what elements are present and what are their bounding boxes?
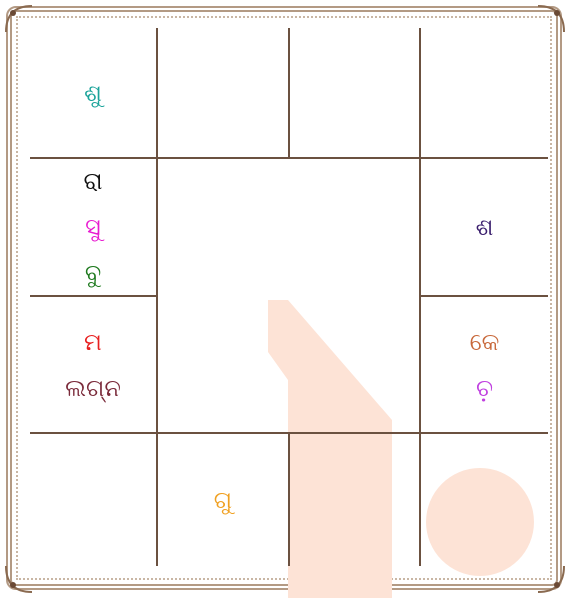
planet-label: ଶ bbox=[476, 204, 494, 250]
planet-label: ଗୁ bbox=[214, 477, 232, 523]
planet-label: କେ bbox=[470, 319, 500, 365]
planet-label: ଲଗ୍ନ bbox=[65, 365, 121, 411]
planet-label: ମ bbox=[84, 319, 102, 365]
planet-label: ସୁ bbox=[85, 204, 101, 250]
house-bottom-mid-left: ଗୁ bbox=[158, 434, 288, 566]
planet-label: ବୁ bbox=[85, 250, 101, 296]
house-top-left: ଶୁ bbox=[30, 28, 156, 157]
planet-label: ଶୁ bbox=[84, 70, 102, 116]
house-right-upper: ଶ bbox=[421, 159, 548, 295]
house-left-lower: ମ ଲଗ୍ନ bbox=[30, 297, 156, 432]
grid-line bbox=[288, 28, 290, 158]
house-left-upper: ରା ସୁ ବୁ bbox=[30, 159, 156, 295]
house-right-lower: କେ ଚ଼ bbox=[421, 297, 548, 432]
grid-line bbox=[288, 433, 290, 566]
planet-label: ଚ଼ bbox=[476, 365, 493, 411]
planet-label: ରା bbox=[83, 158, 102, 204]
